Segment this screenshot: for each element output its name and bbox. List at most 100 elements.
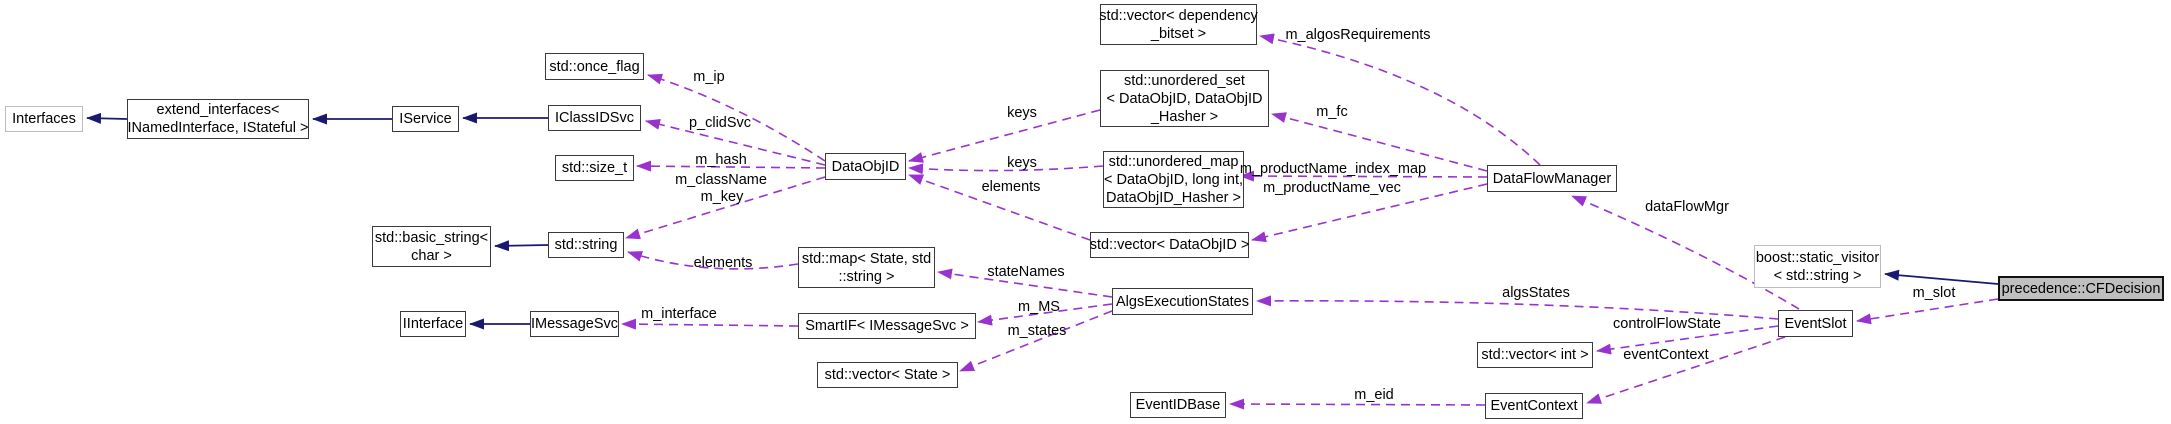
node-dataobjid[interactable]: DataObjID [825,153,906,180]
node-label-line: < DataObjID, long int, [1103,171,1244,188]
edge-smartif-to-imessagesvc [621,318,799,330]
node-label-line: ::string > [838,268,895,285]
edge-label: keys [1007,155,1037,171]
edge-map_state_string-to-string [627,251,799,270]
edge-label: stateNames [987,264,1065,280]
node-vector_state: std::vector< State > [817,362,958,388]
edge-eventslot-to-vector_int [1596,325,1779,355]
edge-label: m_interface [641,306,717,322]
edge-label: m_eid [1354,387,1394,403]
node-smartif[interactable]: SmartIF< IMessageSvc > [798,313,976,339]
edge-eventslot-to-algsexecstates [1256,295,1779,320]
edge-extend_interfaces-to-interfaces [86,112,128,124]
edge-label: m_ip [693,69,725,85]
edge-eventslot-to-eventcontext [1586,336,1786,404]
node-label-line: IService [399,111,452,127]
node-label-line: EventSlot [1784,315,1847,332]
node-label-line: std::basic_string< [374,229,489,246]
node-label-line: DataObjID [831,158,900,175]
node-iclassidsvc[interactable]: IClassIDSvc [548,105,641,131]
node-eventidbase[interactable]: EventIDBase [1130,392,1226,418]
edge-label: m_className [675,172,767,188]
node-label-line: EventContext [1490,398,1578,414]
node-label-line: SmartIF< IMessageSvc > [805,318,969,334]
node-label-line: extend_interfaces< [156,102,280,118]
node-algsexecstates[interactable]: AlgsExecutionStates [1112,288,1253,315]
node-vector_dep_bitset: std::vector< dependency_bitset > [1099,4,1258,45]
edge-label: m_key [700,189,744,205]
edge-dataflowmanager-to-vector_dep_bitset [1259,33,1541,166]
node-label-line: IInterface [402,316,464,332]
edge-vector_dataobjid-to-dataobjid [908,174,1091,241]
node-basic_string: std::basic_string<char > [372,226,491,267]
edge-label: algsStates [1502,285,1570,301]
node-label-line: AlgsExecutionStates [1116,293,1249,310]
edge-label: elements [981,179,1041,195]
node-label-line: _Hasher > [1150,108,1219,125]
node-label-line: std::unordered_map [1108,153,1239,170]
edge-label: m_MS [1018,299,1060,315]
edge-label: keys [1007,105,1037,121]
edge-label: m_algosRequirements [1285,27,1431,43]
edge-label: m_slot [1912,285,1956,301]
edge-eventcontext-to-eventidbase [1229,398,1486,410]
edge-dataobjid-to-string [625,176,826,240]
edge-string-to-basic_string [494,240,549,252]
node-label-line: std::vector< dependency [1099,7,1258,24]
node-label-line: std::vector< State > [824,367,951,383]
node-label-line: std::vector< DataObjID > [1089,237,1250,253]
edge-label: m_hash [695,152,747,168]
edge-dataflowmanager-to-unordered_map [1239,170,1488,182]
node-label-line: INamedInterface, IStateful > [127,120,309,136]
node-string: std::string [548,232,624,258]
node-label-line: std::string [554,237,618,253]
edge-label: dataFlowMgr [1645,199,1729,215]
node-imessagesvc[interactable]: IMessageSvc [530,311,619,337]
node-label-line: < std::string > [1773,267,1862,284]
edge-dataobjid-to-iclassidsvc [645,119,826,166]
edge-algsexecstates-to-smartif [977,303,1113,326]
node-vector_int: std::vector< int > [1477,342,1593,368]
node-map_state_string: std::map< State, std::string > [798,247,935,288]
edge-unordered_map-to-dataobjid [908,163,1104,175]
edge-label: controlFlowState [1613,316,1721,332]
node-eventslot[interactable]: EventSlot [1778,310,1853,337]
node-label-line: precedence::CFDecision [2001,280,2161,297]
node-label-line: std::once_flag [549,58,640,75]
node-eventcontext[interactable]: EventContext [1485,393,1583,419]
node-size_t: std::size_t [555,155,634,181]
node-extend_interfaces[interactable]: extend_interfaces< INamedInterface, IStat… [127,99,309,139]
node-label-line: char > [411,247,452,264]
node-label-line: IClassIDSvc [555,110,634,126]
node-cfdecision[interactable]: precedence::CFDecision [1998,276,2164,301]
edge-unordered_set-to-dataobjid [908,109,1101,163]
edge-cfdecision-to-boost_static_visitor [1884,269,1999,285]
node-label-line: std::vector< int > [1481,347,1589,363]
node-iinterface[interactable]: IInterface [400,311,466,337]
edge-label: m_productName_vec [1263,180,1401,196]
node-vector_dataobjid: std::vector< DataObjID > [1090,232,1249,258]
node-label-line: std::unordered_set [1124,72,1245,89]
node-label-line: EventIDBase [1135,397,1221,413]
edge-dataflowmanager-to-unordered_set [1271,112,1488,172]
edge-label: p_clidSvc [688,115,752,131]
node-label-line: DataFlowManager [1492,170,1612,187]
node-label-line: boost::static_visitor [1755,249,1880,266]
node-iservice[interactable]: IService [392,106,459,132]
edge-cfdecision-to-eventslot [1856,298,1999,325]
node-unordered_map: std::unordered_map< DataObjID, long int,… [1103,151,1244,208]
edge-dataobjid-to-size_t [636,160,826,172]
edge-eventslot-to-dataflowmanager [1571,195,1800,310]
node-dataflowmanager[interactable]: DataFlowManager [1487,165,1617,192]
node-label-line: std::size_t [561,160,628,176]
edge-label: m_states [1007,323,1067,339]
node-label-line: IMessageSvc [530,316,619,332]
node-label-line: std::map< State, std [801,250,932,267]
edge-label: m_fc [1316,104,1348,120]
node-label-line: Interfaces [12,111,76,127]
edge-label: elements [693,255,753,271]
node-once_flag: std::once_flag [545,53,644,80]
node-label-line: DataObjID_Hasher > [1106,189,1241,206]
